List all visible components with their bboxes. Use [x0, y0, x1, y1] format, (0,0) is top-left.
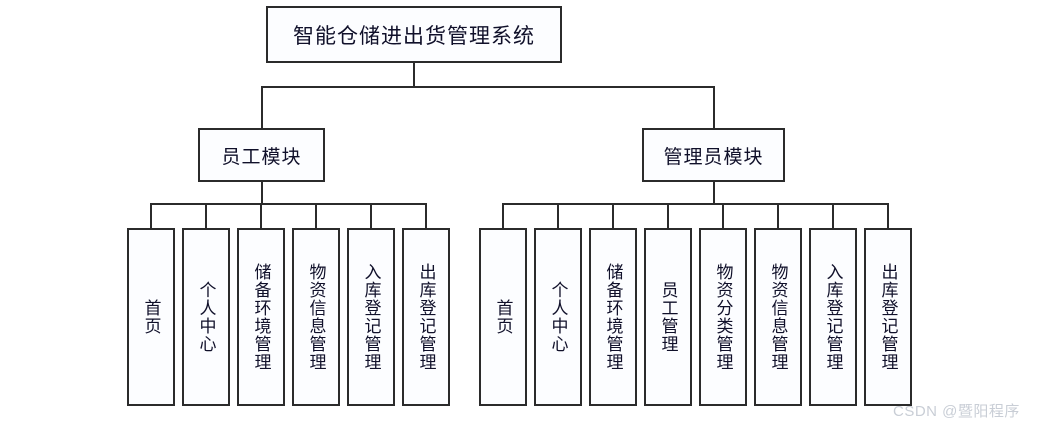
connector-drop-employee-leaf-1 [150, 203, 152, 228]
leaf-node-label: 首页 [141, 299, 161, 335]
module-node-admin[interactable]: 管理员模块 [642, 128, 785, 182]
root-node-system[interactable]: 智能仓储进出货管理系统 [266, 6, 562, 63]
connector-drop-admin-leaf-7 [832, 203, 834, 228]
leaf-node-admin-storage-environment[interactable]: 储备环境管理 [589, 228, 637, 406]
connector-drop-admin-leaf-3 [612, 203, 614, 228]
leaf-node-admin-personal-center[interactable]: 个人中心 [534, 228, 582, 406]
leaf-node-employee-personal-center[interactable]: 个人中心 [182, 228, 230, 406]
module-node-employee[interactable]: 员工模块 [198, 128, 325, 182]
leaf-node-label: 个人中心 [196, 281, 216, 353]
leaf-node-label: 出库登记管理 [416, 263, 436, 371]
watermark-csdn: CSDN @暨阳程序 [893, 403, 1020, 420]
leaf-node-employee-material-info[interactable]: 物资信息管理 [292, 228, 340, 406]
leaf-node-label: 入库登记管理 [361, 263, 381, 371]
leaf-node-admin-outbound-registration[interactable]: 出库登记管理 [864, 228, 912, 406]
connector-drop-employee-leaf-5 [370, 203, 372, 228]
leaf-node-label: 储备环境管理 [603, 263, 623, 371]
leaf-node-label: 员工管理 [658, 281, 678, 353]
leaf-node-employee-outbound-registration[interactable]: 出库登记管理 [402, 228, 450, 406]
leaf-node-label: 物资分类管理 [713, 263, 733, 371]
module-node-label: 员工模块 [221, 146, 302, 168]
connector-drop-admin-leaf-4 [667, 203, 669, 228]
connector-employee-bus [150, 203, 427, 205]
leaf-node-label: 个人中心 [548, 281, 568, 353]
connector-drop-admin-leaf-2 [557, 203, 559, 228]
connector-drop-employee-leaf-4 [315, 203, 317, 228]
leaf-node-label: 储备环境管理 [251, 263, 271, 371]
root-node-label: 智能仓储进出货管理系统 [293, 23, 535, 48]
leaf-node-employee-home[interactable]: 首页 [127, 228, 175, 406]
leaf-node-admin-inbound-registration[interactable]: 入库登记管理 [809, 228, 857, 406]
connector-drop-employee-leaf-3 [260, 203, 262, 228]
leaf-node-admin-home[interactable]: 首页 [479, 228, 527, 406]
leaf-node-admin-material-info[interactable]: 物资信息管理 [754, 228, 802, 406]
connector-root-stem [413, 63, 415, 87]
leaf-node-admin-material-category[interactable]: 物资分类管理 [699, 228, 747, 406]
leaf-node-employee-inbound-registration[interactable]: 入库登记管理 [347, 228, 395, 406]
connector-drop-admin-leaf-1 [502, 203, 504, 228]
leaf-node-admin-employee-management[interactable]: 员工管理 [644, 228, 692, 406]
connector-drop-admin-leaf-5 [722, 203, 724, 228]
leaf-node-label: 首页 [493, 299, 513, 335]
connector-drop-employee-leaf-6 [425, 203, 427, 228]
connector-drop-admin-leaf-8 [887, 203, 889, 228]
leaf-node-label: 出库登记管理 [878, 263, 898, 371]
connector-employee-stem [261, 182, 263, 205]
leaf-node-employee-storage-environment[interactable]: 储备环境管理 [237, 228, 285, 406]
connector-admin-bus [502, 203, 889, 205]
connector-drop-employee-leaf-2 [205, 203, 207, 228]
leaf-node-label: 物资信息管理 [768, 263, 788, 371]
connector-drop-admin-module [713, 86, 715, 128]
connector-modules-bus [261, 86, 715, 88]
connector-drop-employee-module [261, 86, 263, 128]
connector-drop-admin-leaf-6 [777, 203, 779, 228]
leaf-node-label: 入库登记管理 [823, 263, 843, 371]
leaf-node-label: 物资信息管理 [306, 263, 326, 371]
module-node-label: 管理员模块 [663, 146, 764, 168]
connector-admin-stem [713, 182, 715, 205]
